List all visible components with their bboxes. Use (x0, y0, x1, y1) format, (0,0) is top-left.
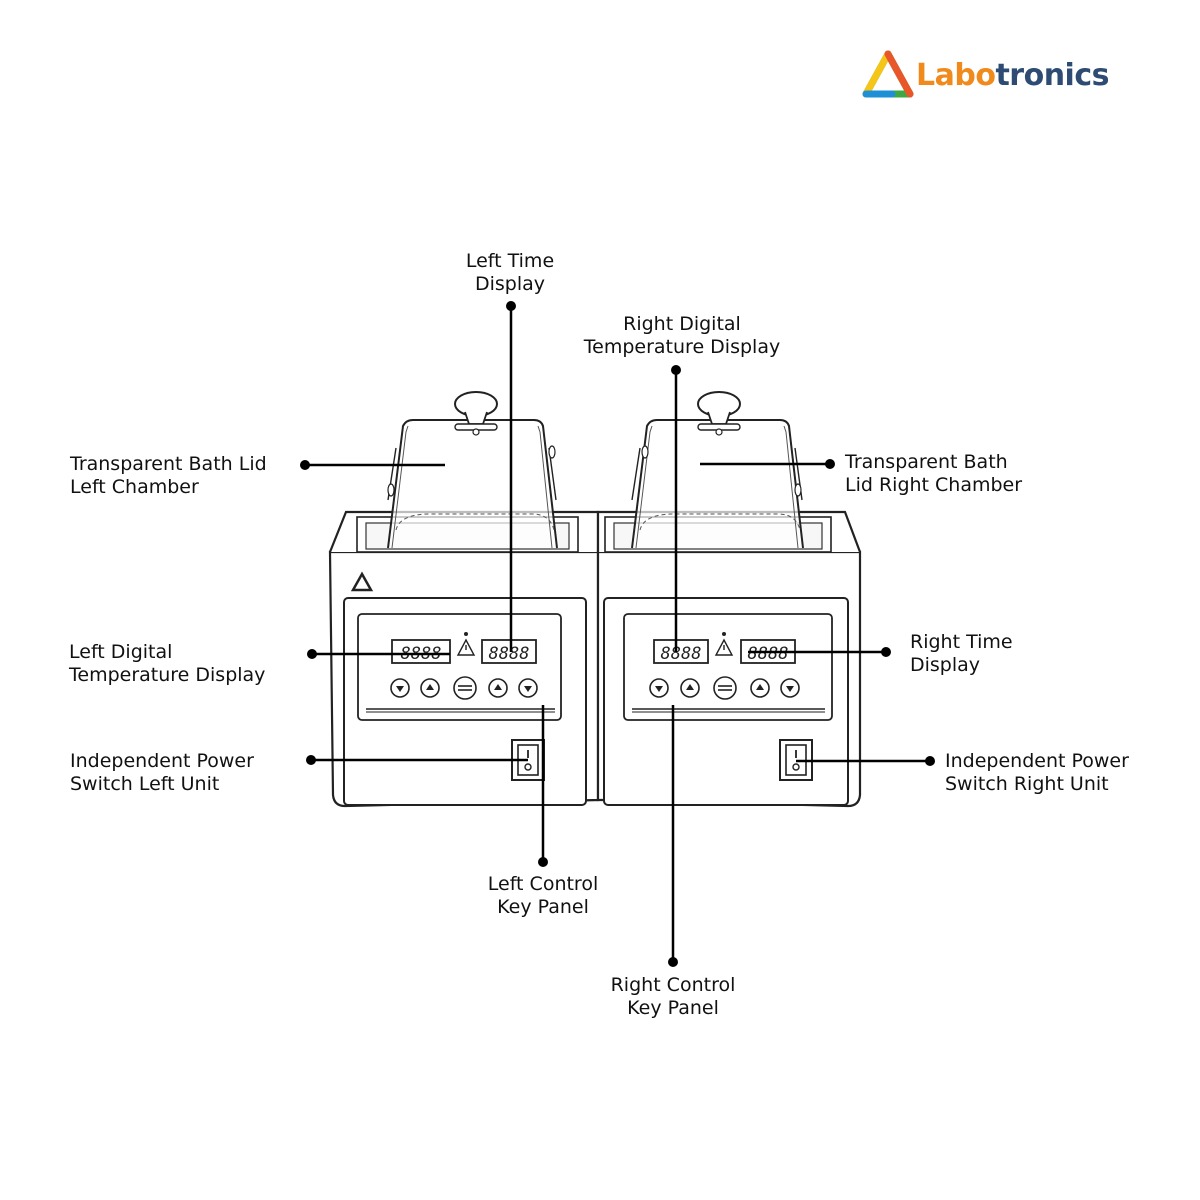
left-time-down-button[interactable] (518, 678, 538, 698)
leader-lid-left (300, 460, 445, 470)
leader-left-time-display (506, 301, 516, 652)
leader-power-right (796, 756, 935, 766)
leader-power-left (306, 755, 528, 765)
right-time-readout: 8888 (748, 644, 789, 664)
right-time-down-button[interactable] (780, 678, 800, 698)
left-temp-down-button[interactable] (390, 678, 410, 698)
right-temp-display (653, 639, 709, 664)
leader-right-key-panel (668, 705, 678, 967)
right-temp-down-button[interactable] (649, 678, 669, 698)
leader-left-digital-temp (307, 649, 450, 659)
left-unit: 8888 8888 (328, 391, 600, 808)
warning-icon (456, 638, 476, 656)
left-lid (387, 391, 558, 549)
triangle-logo-icon (862, 50, 914, 98)
right-time-up-button[interactable] (750, 678, 770, 698)
right-temp-up-button[interactable] (680, 678, 700, 698)
right-unit: 8888 8888 (596, 391, 862, 808)
left-time-display (481, 639, 537, 664)
left-time-up-button[interactable] (488, 678, 508, 698)
right-set-button[interactable] (713, 676, 737, 700)
leader-right-time-display (748, 647, 891, 657)
left-temp-up-button[interactable] (420, 678, 440, 698)
leader-lid-right (700, 459, 835, 469)
brand-logo: Labotronics (862, 50, 1109, 100)
left-time-readout: 8888 (489, 644, 530, 664)
warning-icon (714, 638, 734, 656)
brand-name: Labotronics (916, 57, 1109, 93)
leader-left-key-panel (538, 705, 548, 867)
leader-right-digital-temp (671, 365, 681, 652)
right-lid (631, 391, 804, 549)
right-temp-readout: 8888 (661, 644, 702, 664)
left-temp-display (391, 639, 451, 664)
left-set-button[interactable] (453, 676, 477, 700)
